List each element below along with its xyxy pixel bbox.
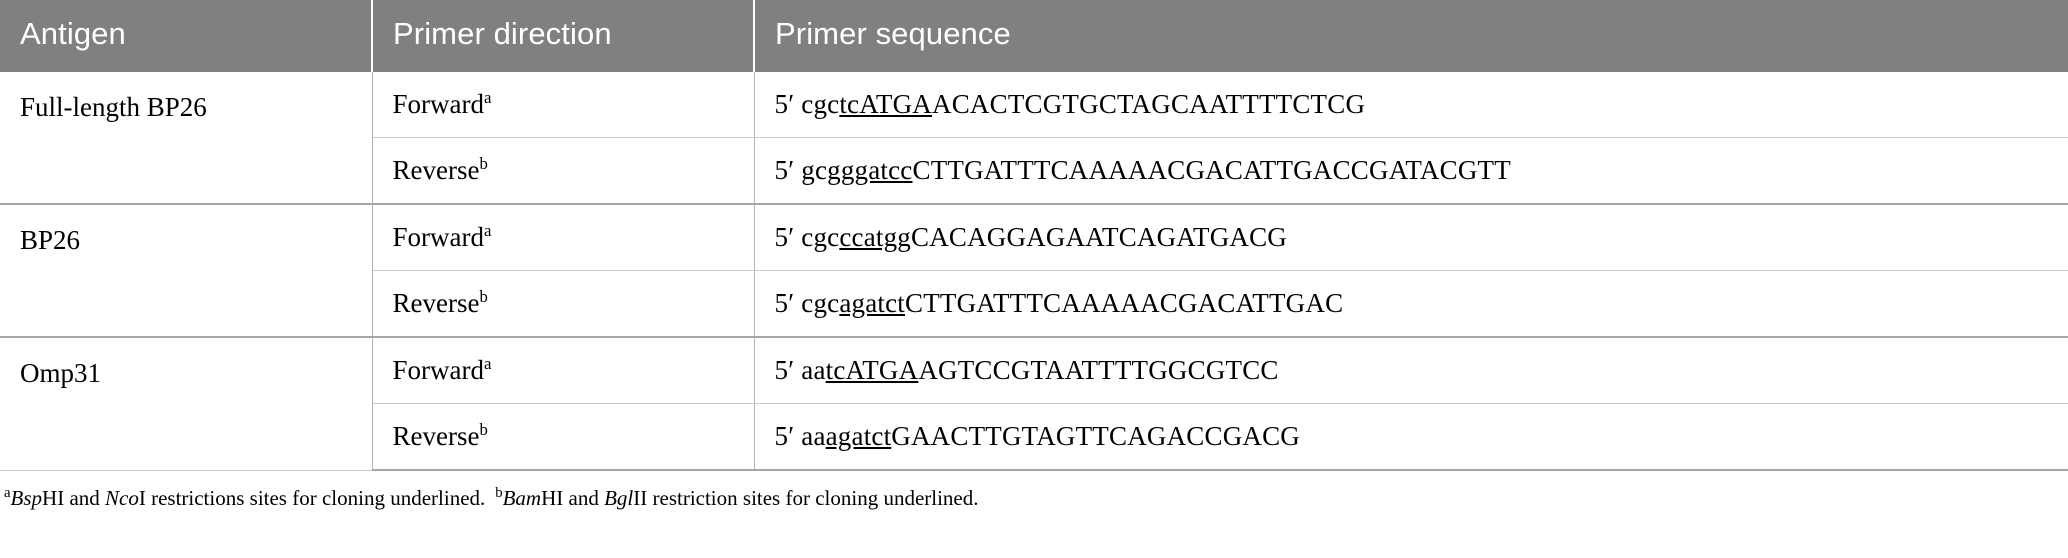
restriction-site-underlined: tcATGA <box>839 89 933 119</box>
cell-antigen: BP26 <box>0 203 373 338</box>
restriction-site-underlined: ccatgg <box>839 222 911 252</box>
footnote-a-enzyme2: Nco <box>105 486 139 510</box>
direction-footnote-marker: a <box>483 221 492 240</box>
cell-primer-direction: Forwarda <box>372 336 755 404</box>
cell-primer-direction: Forwarda <box>372 203 755 271</box>
cell-antigen: Full-length BP26 <box>0 72 373 205</box>
column-header-primer-sequence: Primer sequence <box>754 0 2068 72</box>
direction-footnote-marker: b <box>479 287 488 306</box>
cell-primer-sequence: 5′ cgcagatctCTTGATTTCAAAAACGACATTGAC <box>754 270 2068 338</box>
primer-table-container: Antigen Primer direction Primer sequence… <box>0 0 2068 512</box>
cell-primer-direction: Reverseb <box>372 403 755 471</box>
table-header: Antigen Primer direction Primer sequence <box>0 0 2068 72</box>
column-header-primer-direction: Primer direction <box>372 0 755 72</box>
cell-primer-direction: Reverseb <box>372 137 755 205</box>
restriction-site-underlined: agatct <box>839 288 905 318</box>
restriction-site-underlined: tcATGA <box>825 355 919 385</box>
restriction-site-underlined: gggatcc <box>827 155 913 185</box>
column-header-antigen: Antigen <box>0 0 373 72</box>
restriction-site-underlined: agatct <box>825 421 892 451</box>
footnote-b-enzyme1: Bam <box>502 486 542 510</box>
footnote-a-text2: I restrictions sites for cloning underli… <box>138 486 486 510</box>
cell-primer-sequence: 5′ aaagatctGAACTTGTAGTTCAGACCGACG <box>754 403 2068 471</box>
cell-primer-sequence: 5′ aatcATGAAGTCCGTAATTTTGGCGTCC <box>754 336 2068 404</box>
cell-primer-sequence: 5′ gcgggatccCTTGATTTCAAAAACGACATTGACCGAT… <box>754 137 2068 205</box>
footnote-b-text2: II restriction sites for cloning underli… <box>633 486 979 510</box>
footnote-a-text1: HI and <box>42 486 106 510</box>
header-row: Antigen Primer direction Primer sequence <box>0 0 2068 72</box>
direction-footnote-marker: b <box>479 154 488 173</box>
cell-primer-sequence: 5′ cgctcATGAACACTCGTGCTAGCAATTTTCTCG <box>754 72 2068 138</box>
direction-footnote-marker: a <box>483 354 492 373</box>
footnote-a-enzyme1: Bsp <box>10 486 43 510</box>
footnote-b-enzyme2: Bgl <box>604 486 634 510</box>
footnote-marker-a: a <box>4 485 11 501</box>
cell-primer-direction: Forwarda <box>372 72 755 138</box>
table-footnote: aBspHI and NcoI restrictions sites for c… <box>0 471 2068 512</box>
footnote-b-text1: HI and <box>541 486 605 510</box>
cell-antigen: Omp31 <box>0 336 373 471</box>
direction-footnote-marker: b <box>479 420 488 439</box>
primer-table: Antigen Primer direction Primer sequence… <box>0 0 2068 471</box>
cell-primer-direction: Reverseb <box>372 270 755 338</box>
footnote-marker-b: b <box>495 485 503 501</box>
cell-primer-sequence: 5′ cgcccatggCACAGGAGAATCAGATGACG <box>754 203 2068 271</box>
direction-footnote-marker: a <box>483 88 492 107</box>
